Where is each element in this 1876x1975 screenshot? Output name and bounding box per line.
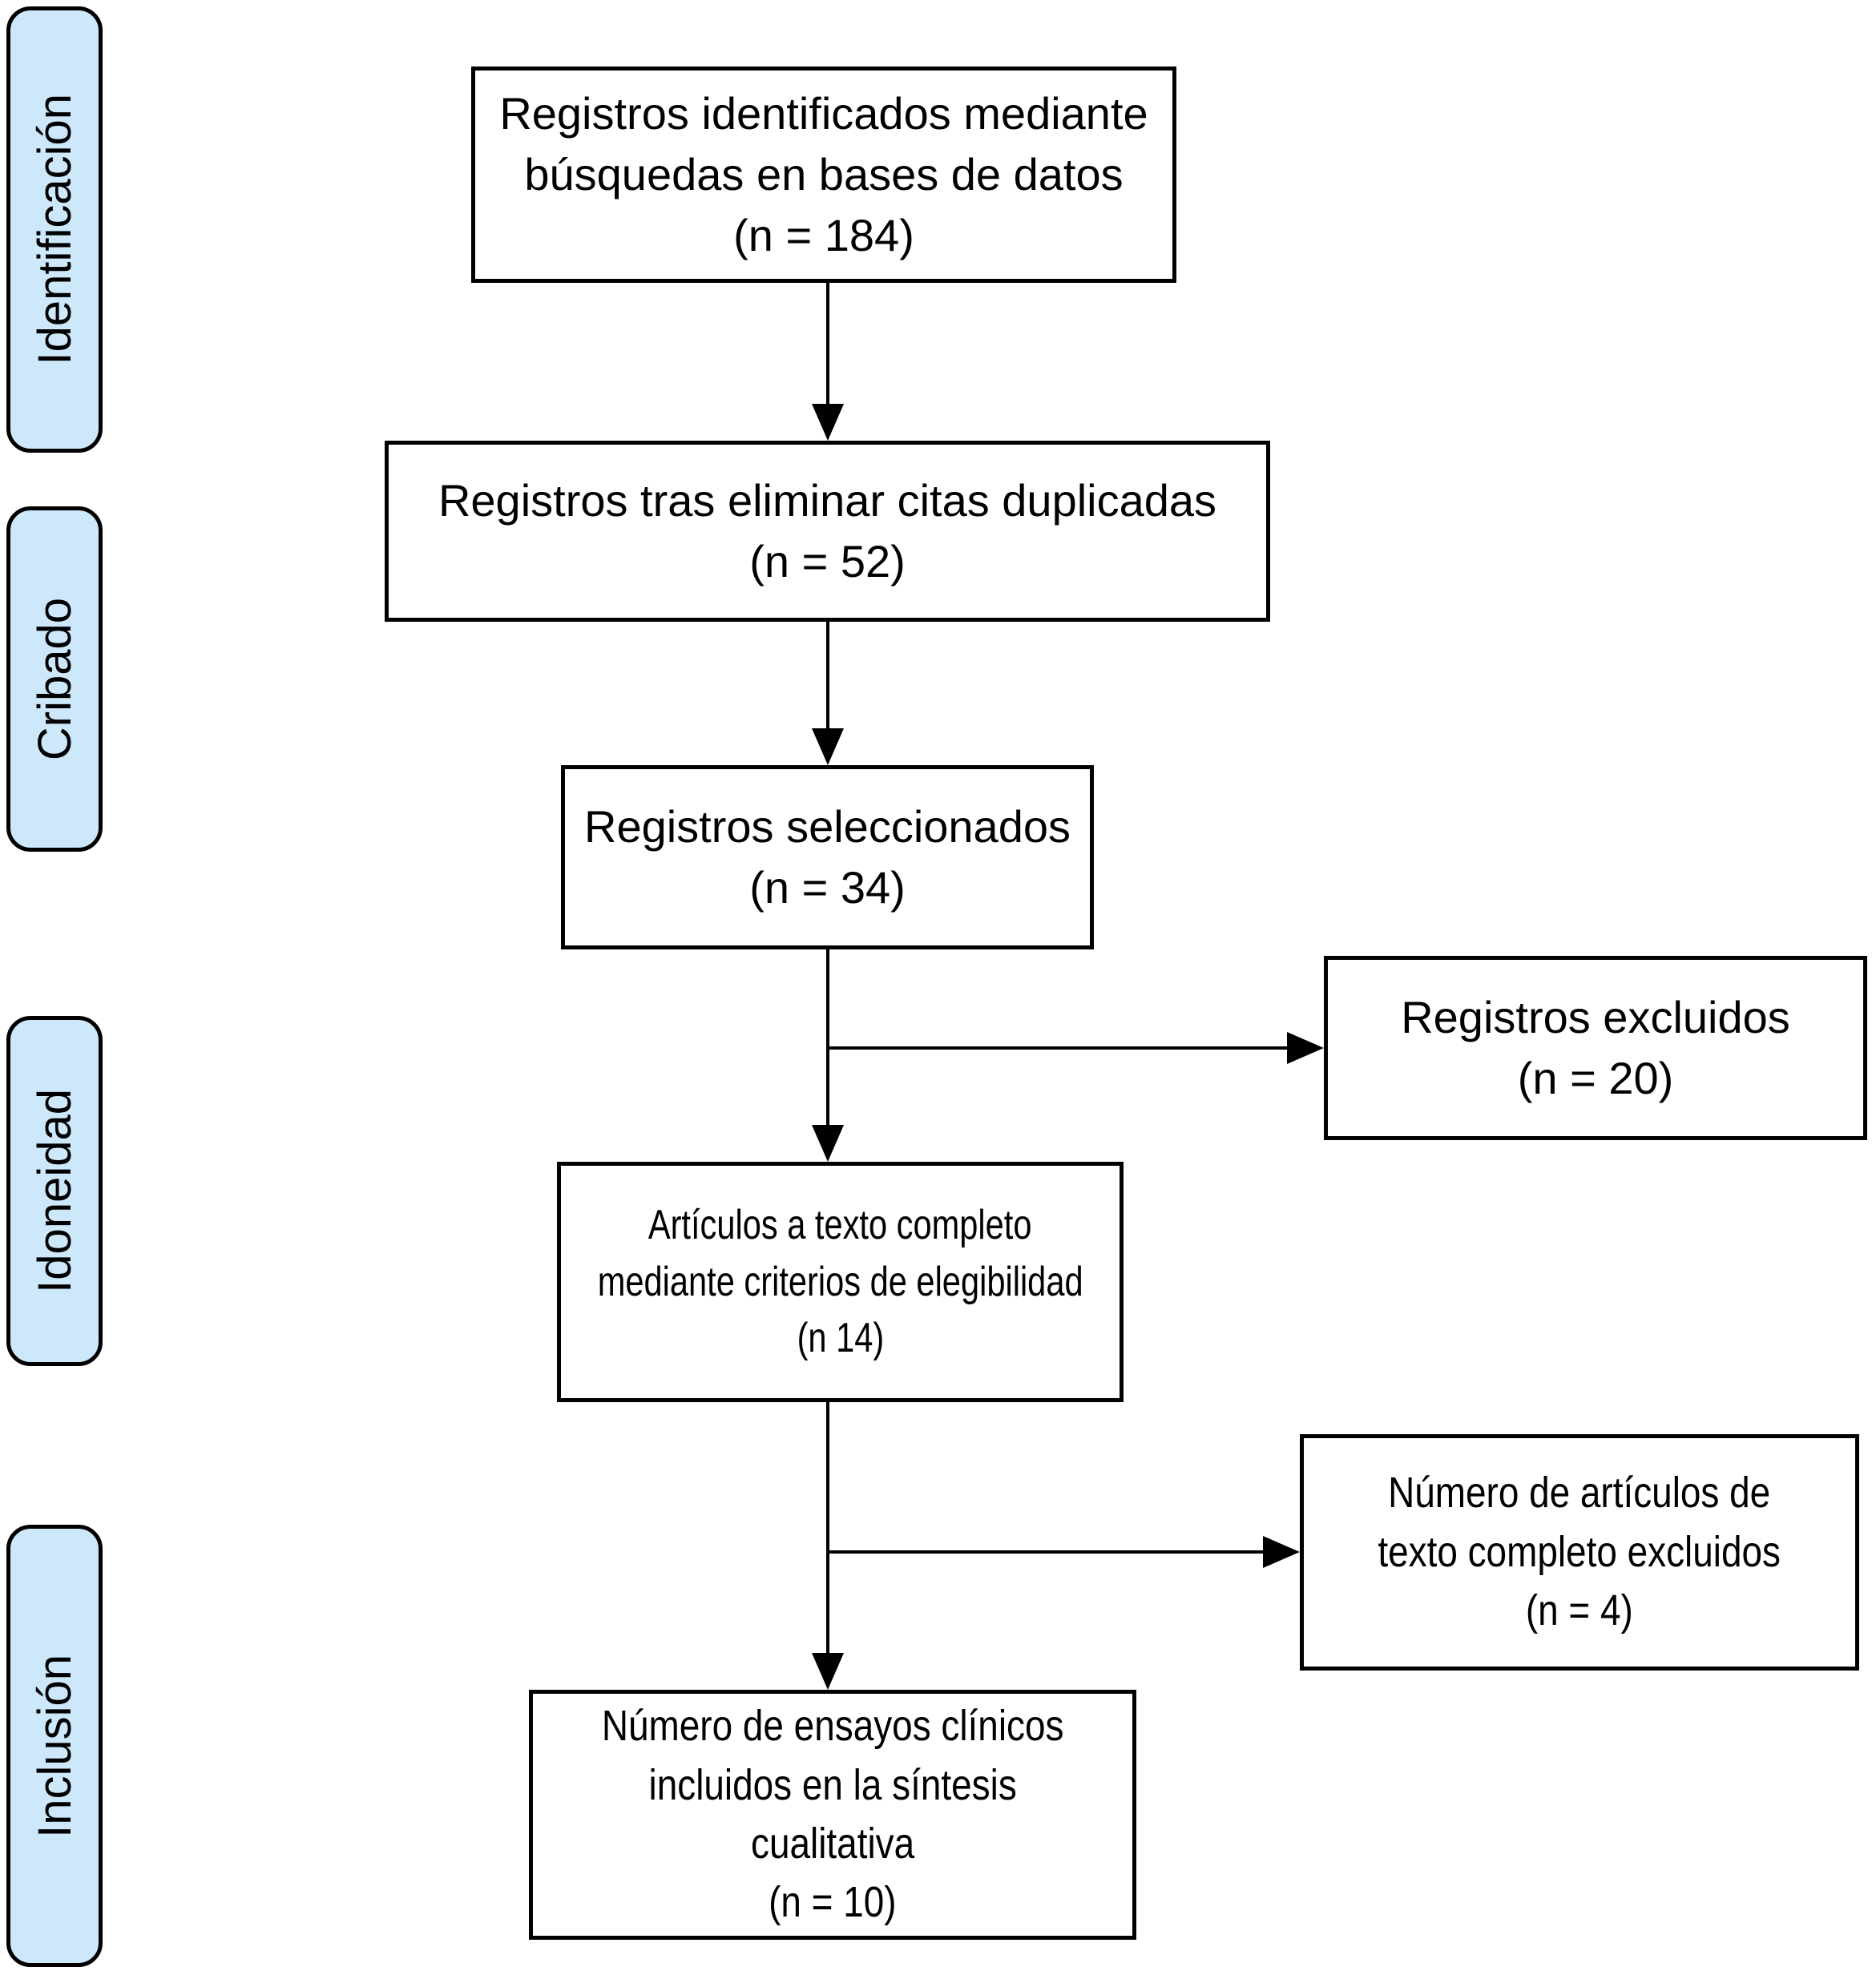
box-records-excluded-line1: Registros excluidos (1401, 991, 1790, 1042)
arrow-fulltext-to-excluded-head (1263, 1536, 1300, 1568)
box-records-identified-line1: Registros identificados mediante (499, 87, 1148, 139)
arrow-fulltext-to-included-line (826, 1402, 829, 1655)
box-fulltext-assessed-line2: mediante criterios de elegibilidad (597, 1258, 1083, 1305)
stage-identification: Identificación (6, 6, 103, 453)
arrow-deduplicated-to-screened-head (812, 728, 844, 765)
stage-identification-label: Identificación (28, 94, 81, 365)
stage-eligibility: Idoneidad (6, 1016, 103, 1366)
box-records-screened: Registros seleccionados (n = 34) (561, 765, 1094, 949)
stage-eligibility-label: Idoneidad (28, 1089, 81, 1293)
arrow-deduplicated-to-screened-line (826, 622, 829, 734)
box-studies-included-line3: cualitativa (750, 1820, 915, 1868)
box-records-deduplicated: Registros tras eliminar citas duplicadas… (385, 441, 1270, 622)
arrow-fulltext-to-excluded-line (828, 1550, 1265, 1554)
arrow-fulltext-to-included-head (812, 1653, 844, 1690)
box-studies-included: Número de ensayos clínicos incluidos en … (529, 1690, 1136, 1940)
arrow-screened-to-fulltext-line (826, 949, 829, 1127)
box-records-deduplicated-line1: Registros tras eliminar citas duplicadas (438, 474, 1217, 526)
stage-inclusion-label: Inclusión (28, 1654, 81, 1838)
stage-screening: Cribado (6, 506, 103, 852)
box-fulltext-excluded: Número de artículos de texto completo ex… (1300, 1434, 1859, 1671)
arrow-screened-to-excluded-head (1287, 1032, 1324, 1064)
box-fulltext-excluded-count: (n = 4) (1526, 1586, 1633, 1635)
box-records-screened-line1: Registros seleccionados (584, 800, 1071, 852)
box-studies-included-line1: Número de ensayos clínicos (601, 1702, 1064, 1751)
box-fulltext-excluded-line1: Número de artículos de (1388, 1469, 1771, 1518)
box-records-identified-line2: búsquedas en bases de datos (524, 148, 1124, 200)
box-fulltext-assessed-count: (n 14) (797, 1315, 884, 1362)
box-fulltext-assessed: Artículos a texto completo mediante crit… (557, 1162, 1124, 1402)
stage-inclusion: Inclusión (6, 1525, 103, 1967)
box-records-identified: Registros identificados mediante búsqued… (471, 67, 1176, 283)
box-records-screened-count: (n = 34) (749, 862, 906, 913)
arrow-identified-to-deduplicated-head (812, 404, 844, 441)
box-fulltext-assessed-line1: Artículos a texto completo (648, 1201, 1032, 1248)
box-records-deduplicated-count: (n = 52) (749, 536, 906, 586)
arrow-screened-to-fulltext-head (812, 1125, 844, 1162)
box-records-identified-count: (n = 184) (733, 210, 914, 261)
box-records-excluded: Registros excluidos (n = 20) (1324, 956, 1867, 1140)
arrow-screened-to-excluded-line (828, 1046, 1289, 1050)
arrow-identified-to-deduplicated-line (826, 283, 829, 411)
box-studies-included-line2: incluidos en la síntesis (648, 1760, 1017, 1809)
box-records-excluded-count: (n = 20) (1517, 1053, 1674, 1103)
box-fulltext-excluded-line2: texto completo excluidos (1378, 1527, 1781, 1576)
box-studies-included-count: (n = 10) (769, 1878, 897, 1927)
stage-screening-label: Cribado (28, 597, 81, 761)
